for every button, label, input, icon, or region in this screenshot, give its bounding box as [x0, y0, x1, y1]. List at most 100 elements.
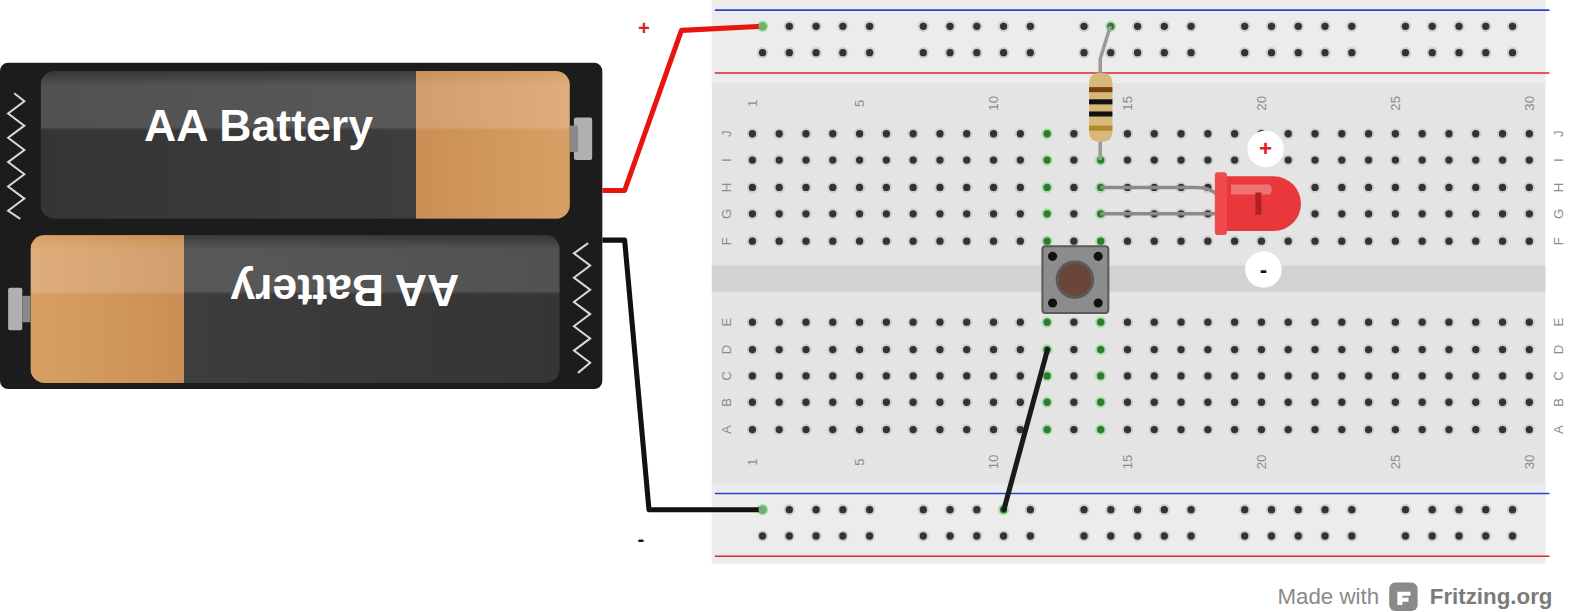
- hole: [936, 399, 943, 406]
- hole: [749, 238, 756, 245]
- hole: [936, 319, 943, 326]
- hole: [1177, 426, 1184, 433]
- hole: [1499, 372, 1506, 379]
- hole: [1124, 346, 1131, 353]
- hole-rim: [784, 47, 795, 58]
- resistor-symbol: [1089, 73, 1112, 142]
- hole-rim: [774, 397, 785, 408]
- hole: [1311, 399, 1318, 406]
- hole-rim: [784, 530, 795, 541]
- hole-rim: [757, 530, 768, 541]
- row-letter: A: [719, 425, 732, 434]
- hole-rim: [1202, 397, 1213, 408]
- hole-rim: [1078, 530, 1089, 541]
- hole-grid: [747, 21, 1535, 542]
- column-number: 1: [746, 100, 759, 107]
- hole: [920, 23, 927, 30]
- hole-rim: [1524, 397, 1535, 408]
- hole-rim: [800, 317, 811, 328]
- hole: [963, 399, 970, 406]
- hole: [1258, 319, 1265, 326]
- hole-rim: [854, 128, 865, 139]
- hole: [990, 346, 997, 353]
- hole-rim: [837, 530, 848, 541]
- hole-rim: [1336, 344, 1347, 355]
- hole: [812, 532, 819, 539]
- hole-rim: [1068, 317, 1079, 328]
- hole: [963, 238, 970, 245]
- hole: [1231, 372, 1238, 379]
- hole: [1070, 238, 1077, 245]
- button-cap: [1059, 263, 1091, 295]
- hole: [1043, 210, 1050, 217]
- hole: [1419, 426, 1426, 433]
- hole: [829, 346, 836, 353]
- hole-rim: [881, 182, 892, 193]
- hole: [1311, 210, 1318, 217]
- hole: [936, 346, 943, 353]
- hole: [1419, 372, 1426, 379]
- hole: [1445, 184, 1452, 191]
- column-number: 30: [1523, 455, 1536, 470]
- hole: [856, 184, 863, 191]
- hole: [1070, 399, 1077, 406]
- hole-rim: [1266, 504, 1277, 515]
- hole: [1482, 23, 1489, 30]
- hole-rim: [1202, 317, 1213, 328]
- hole: [1472, 372, 1479, 379]
- hole-rim: [774, 344, 785, 355]
- hole: [1311, 346, 1318, 353]
- hole: [910, 346, 917, 353]
- hole: [839, 506, 846, 513]
- hole: [1392, 210, 1399, 217]
- hole-rim: [864, 530, 875, 541]
- hole: [1392, 372, 1399, 379]
- hole: [1365, 399, 1372, 406]
- hole-rim: [1159, 47, 1170, 58]
- hole: [1402, 23, 1409, 30]
- hole: [1295, 506, 1302, 513]
- hole-rim: [1417, 344, 1428, 355]
- hole-rim: [1400, 21, 1411, 32]
- hole-rim: [1042, 236, 1053, 247]
- hole: [1455, 532, 1462, 539]
- hole-rim: [1175, 397, 1186, 408]
- hole: [1204, 156, 1211, 163]
- hole: [749, 184, 756, 191]
- hole: [749, 210, 756, 217]
- hole: [1204, 238, 1211, 245]
- row-letter: F: [1552, 237, 1565, 245]
- hole-rim: [800, 155, 811, 166]
- hole: [1526, 156, 1533, 163]
- hole-rim: [1346, 21, 1357, 32]
- hole: [1080, 532, 1087, 539]
- hole-rim: [1363, 317, 1374, 328]
- hole: [1070, 372, 1077, 379]
- hole-rim: [998, 530, 1009, 541]
- rail-line: [715, 556, 1550, 558]
- hole-rim: [1524, 317, 1535, 328]
- row-letter: H: [719, 183, 732, 193]
- hole: [1472, 156, 1479, 163]
- row-letter: E: [1552, 318, 1565, 327]
- hole: [786, 532, 793, 539]
- hole-rim: [837, 47, 848, 58]
- hole: [1392, 399, 1399, 406]
- hole-rim: [1202, 370, 1213, 381]
- column-number: 10: [987, 455, 1000, 470]
- column-number: 25: [1389, 96, 1402, 111]
- hole: [829, 210, 836, 217]
- hole-rim: [1149, 344, 1160, 355]
- hole-rim: [1400, 504, 1411, 515]
- hole-rim: [1336, 424, 1347, 435]
- hole-rim: [1390, 155, 1401, 166]
- hole: [802, 184, 809, 191]
- hole-rim: [1309, 236, 1320, 247]
- hole-rim: [1309, 128, 1320, 139]
- hole-rim: [1443, 155, 1454, 166]
- hole: [759, 49, 766, 56]
- hole: [749, 156, 756, 163]
- hole: [1419, 399, 1426, 406]
- button-pin: [1094, 252, 1103, 261]
- hole: [1258, 399, 1265, 406]
